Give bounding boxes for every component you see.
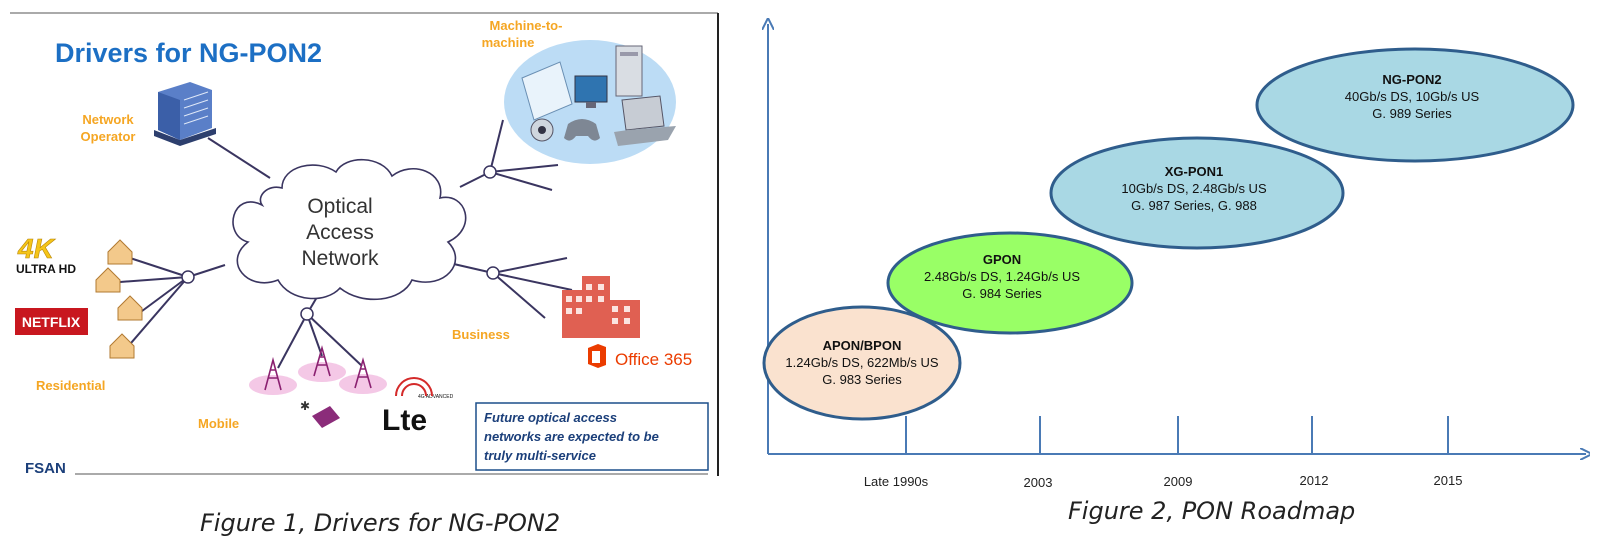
netflix-text: NETFLIX — [22, 314, 81, 330]
cloud-label-line-2: Access — [306, 221, 374, 244]
figure-1-title: Drivers for NG-PON2 — [55, 38, 322, 68]
netflix-logo: NETFLIX — [15, 308, 88, 335]
figure-1-caption: Figure 1, Drivers for NG-PON2 — [200, 509, 561, 537]
cell-tower-icons — [249, 345, 387, 395]
generation-rate: 1.24Gb/s DS, 622Mb/s US — [785, 355, 939, 370]
generation-name: NG-PON2 — [1382, 72, 1441, 87]
network-operator-label-1: Network — [82, 112, 134, 127]
x-tick-label: 2003 — [1024, 475, 1053, 490]
note-line-2: networks are expected to be — [484, 429, 659, 444]
svg-text:✱: ✱ — [300, 399, 310, 413]
generation-apon-bpon: APON/BPON 1.24Gb/s DS, 622Mb/s US G. 983… — [762, 305, 962, 421]
lte-logo: Lte 4G ADVANCED — [382, 377, 454, 437]
brand-4k-text: 4K — [17, 233, 56, 264]
house-icons — [95, 239, 143, 359]
tablet-icon — [521, 61, 573, 121]
network-operator-label-2: Operator — [81, 129, 136, 144]
lte-advanced-text: 4G ADVANCED — [418, 394, 454, 400]
m2m-label-1: Machine-to- — [490, 18, 563, 33]
generation-standard: G. 987 Series, G. 988 — [1131, 198, 1257, 213]
cloud-label-line-3: Network — [301, 247, 379, 270]
gamepad-icon — [564, 119, 600, 141]
office-building-icon — [562, 276, 640, 338]
mobile-phone-icon: ✱ — [300, 399, 340, 428]
generation-name: GPON — [983, 252, 1021, 267]
generation-gpon: GPON 2.48Gb/s DS, 1.24Gb/s US G. 984 Ser… — [886, 231, 1134, 335]
generation-ng-pon2: NG-PON2 40Gb/s DS, 10Gb/s US G. 989 Seri… — [1255, 47, 1575, 163]
mobile-label: Mobile — [198, 416, 239, 431]
generation-ellipse — [886, 231, 1134, 335]
office365-logo: Office 365 — [588, 344, 692, 369]
generation-rate: 10Gb/s DS, 2.48Gb/s US — [1121, 181, 1267, 196]
note-line-3: truly multi-service — [484, 448, 596, 463]
note-line-1: Future optical access — [484, 410, 617, 425]
cloud-label-line-1: Optical — [307, 195, 372, 218]
business-label: Business — [452, 327, 510, 342]
brand-ultrahd-text: ULTRA HD — [16, 262, 76, 276]
laptop-icon — [614, 95, 676, 146]
generation-rate: 2.48Gb/s DS, 1.24Gb/s US — [924, 269, 1080, 284]
m2m-label-2: machine — [482, 35, 535, 50]
generation-ellipse — [1049, 136, 1345, 250]
generation-xg-pon1: XG-PON1 10Gb/s DS, 2.48Gb/s US G. 987 Se… — [1049, 136, 1345, 250]
building-icon — [154, 82, 216, 146]
generation-standard: G. 984 Series — [962, 286, 1042, 301]
figure-2-roadmap: Late 1990s 2003 2009 2012 2015 APON/BPON… — [760, 0, 1590, 490]
fsan-footer: FSAN — [25, 460, 66, 477]
residential-label: Residential — [36, 378, 105, 393]
figure-2-caption: Figure 2, PON Roadmap — [1068, 497, 1356, 525]
optical-access-cloud — [232, 158, 467, 301]
generation-ellipse — [762, 305, 962, 421]
brand-4k-logo: 4K ULTRA HD — [16, 233, 76, 276]
figure-1-diagram: Optical Access Network Drivers for NG-PO… — [10, 12, 719, 477]
x-tick-label: 2009 — [1164, 474, 1193, 489]
note-box — [475, 402, 709, 471]
monitor-icon — [574, 75, 608, 108]
x-ticks — [905, 416, 1449, 454]
lte-text: Lte — [382, 404, 427, 437]
generation-rate: 40Gb/s DS, 10Gb/s US — [1345, 89, 1480, 104]
x-tick-label: Late 1990s — [864, 474, 929, 489]
generation-standard: G. 989 Series — [1372, 106, 1452, 121]
generation-ellipse — [1255, 47, 1575, 163]
generation-standard: G. 983 Series — [822, 372, 902, 387]
junction-nodes — [181, 165, 500, 321]
x-tick-label: 2015 — [1434, 473, 1463, 488]
x-tick-label: 2012 — [1300, 473, 1329, 488]
office365-text: Office 365 — [615, 350, 692, 369]
webcam-icon — [530, 118, 554, 142]
generation-name: XG-PON1 — [1165, 164, 1224, 179]
computer-tower-icon — [615, 45, 643, 97]
generation-name: APON/BPON — [823, 338, 902, 353]
connection-lines — [119, 119, 573, 369]
